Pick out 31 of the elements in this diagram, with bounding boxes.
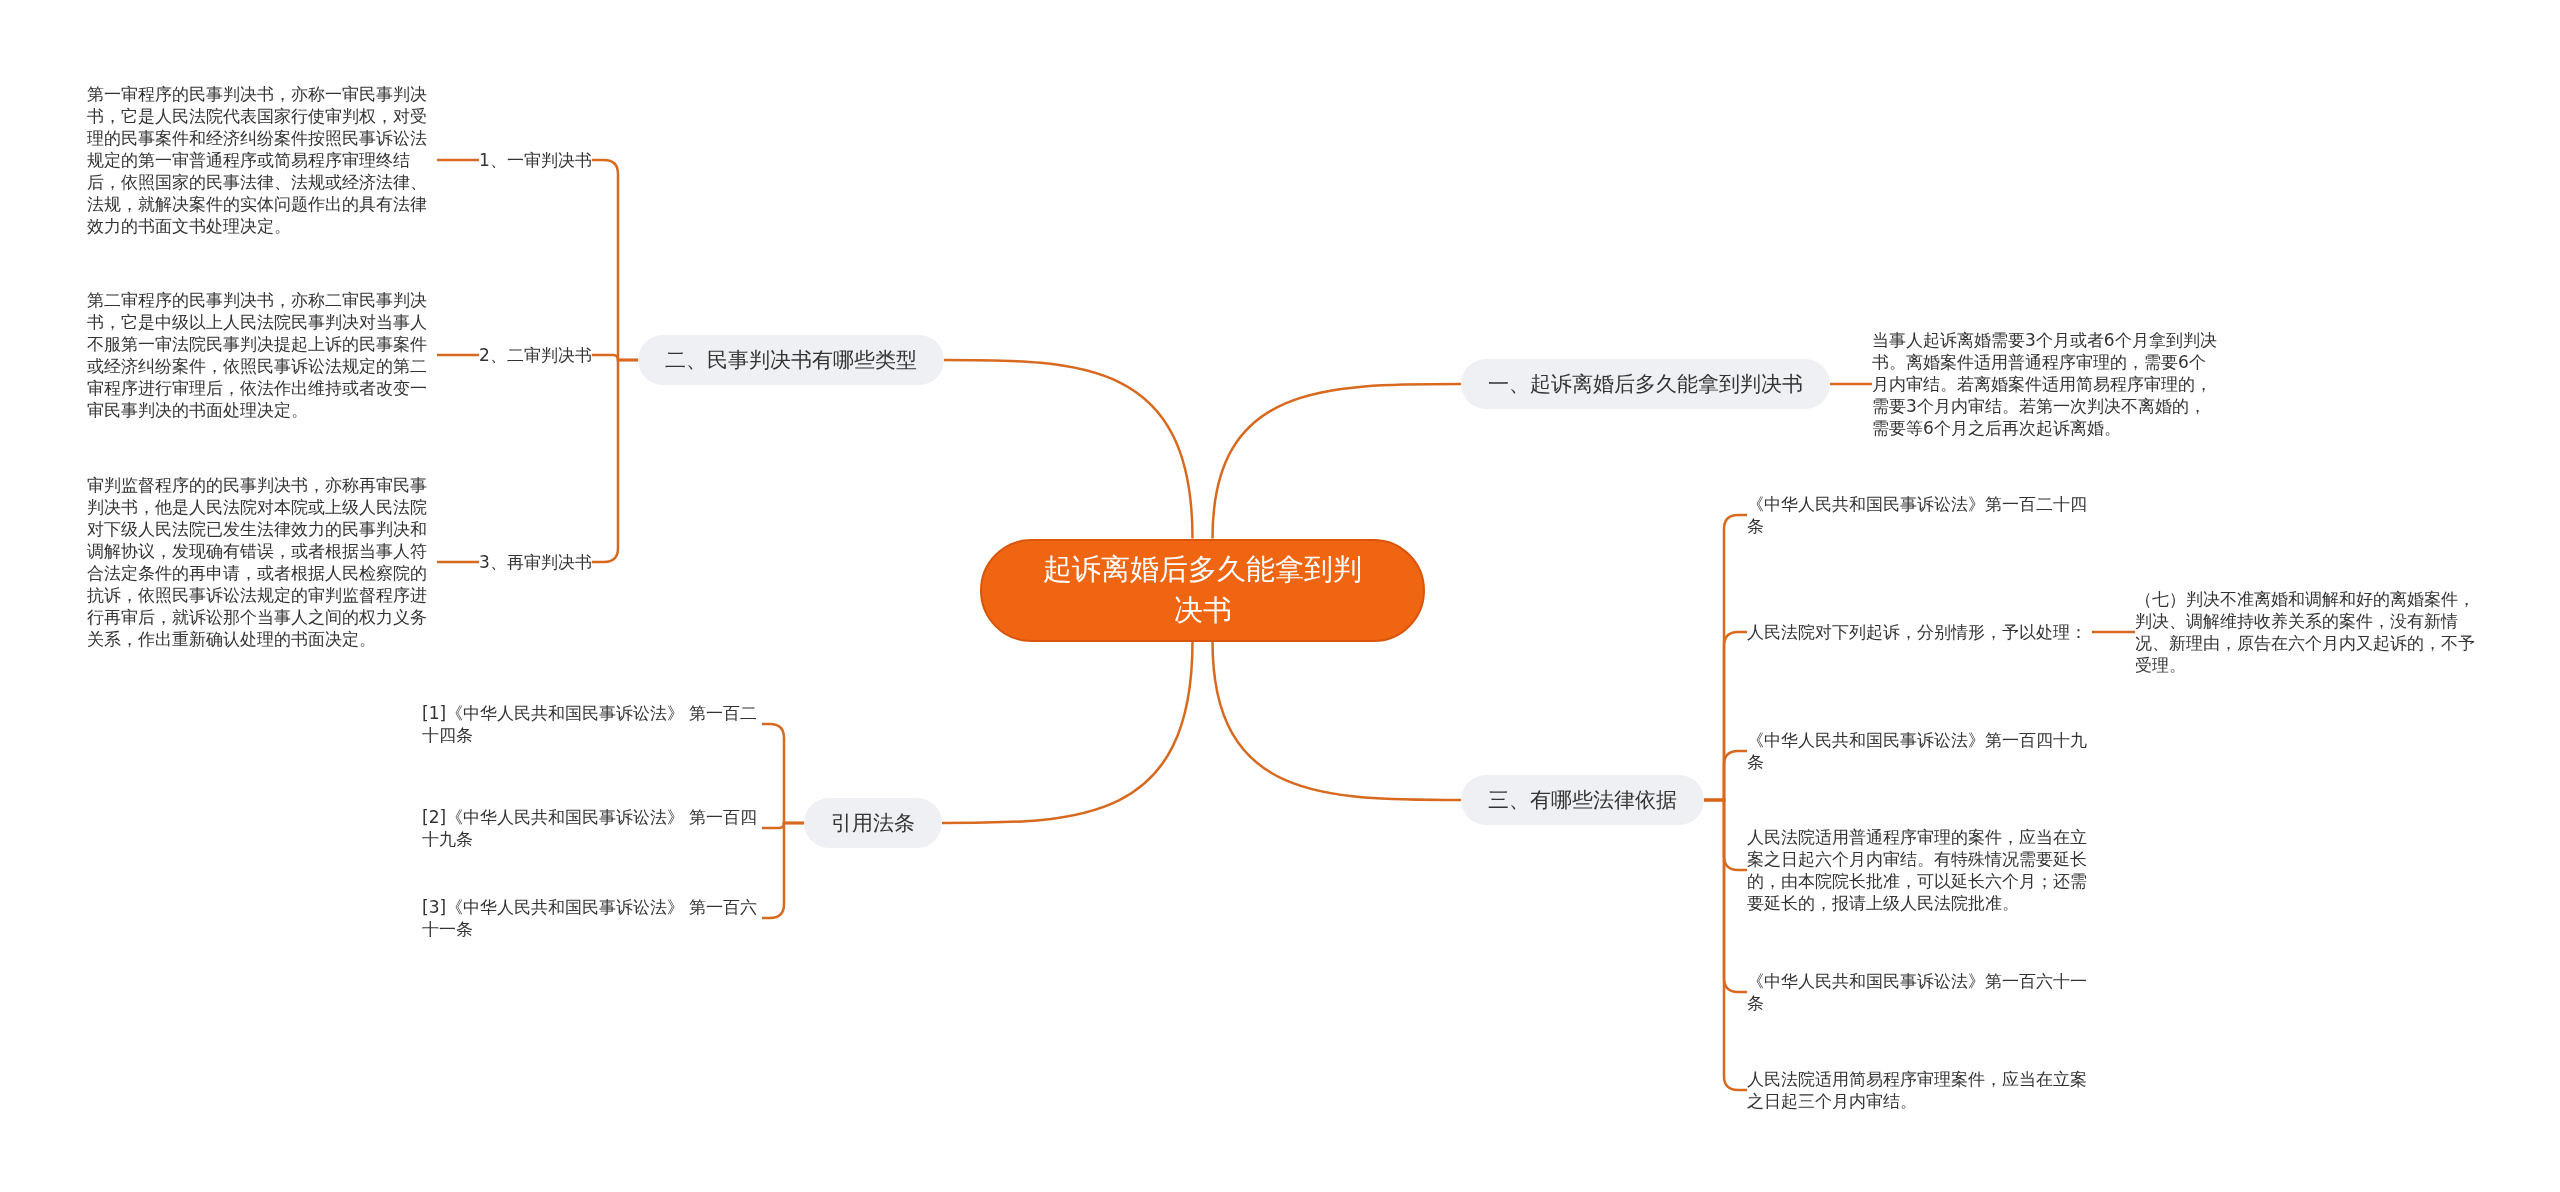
note-text: [3]《中华人民共和国民事诉讼法》 第一百六十一条 [422, 896, 762, 940]
central-topic: 起诉离婚后多久能拿到判决书 [980, 538, 1425, 642]
note-text: 《中华人民共和国民事诉讼法》第一百二十四条 [1747, 493, 2092, 537]
connector-line [1830, 382, 1872, 386]
connector-line [942, 641, 1194, 825]
subtopic-label: 1、一审判决书 [479, 149, 592, 171]
connector-line [2092, 630, 2135, 634]
connector-line [1211, 382, 1461, 539]
note-text: 当事人起诉离婚需要3个月或者6个月拿到判决书。离婚案件适用普通程序审理的，需要6个月内审结。若离婚案件适用简易程序审理的，需要3个月内审结。若第一次判决不离婚的，需要等6个月之后再次起诉离婚。 [1872, 329, 2217, 439]
note-text: 人民法院适用简易程序审理案件，应当在立案之日起三个月内审结。 [1747, 1068, 2092, 1112]
note-text: 《中华人民共和国民事诉讼法》第一百四十九条 [1747, 729, 2092, 773]
note-text: 审判监督程序的的民事判决书，亦称再审民事判决书，他是人民法院对本院或上级人民法院对下级人民法院已发生法律效力的民事判决和调解协议，发现确有错误，或者根据当事人符合法定条件的再申请，或者根据人民检察院的抗诉，依照民事诉讼法规定的审判监督程序进行再审后，就诉讼那个当事人之间的权力义务关系，作出重新确认处理的书面决定。 [87, 474, 437, 650]
note-text: 《中华人民共和国民事诉讼法》第一百六十一条 [1747, 970, 2092, 1014]
connector-line [944, 358, 1194, 539]
note-text: 第二审程序的民事判决书，亦称二审民事判决书，它是中级以上人民法院民事判决对当事人不服第一审法院民事判决提起上诉的民事案件或经济纠纷案件，依照民事诉讼法规定的第二审程序进行审理后，依法作出维持或者改变一审民事判决的书面处理决定。 [87, 289, 437, 421]
note-text: 人民法院对下列起诉，分别情形，予以处理： [1747, 621, 2092, 643]
note-text: [2]《中华人民共和国民事诉讼法》 第一百四十九条 [422, 806, 762, 850]
note-text: （七）判决不准离婚和调解和好的离婚案件，判决、调解维持收养关系的案件，没有新情况、新理由，原告在六个月内又起诉的，不予受理。 [2135, 588, 2485, 676]
connector-line [437, 353, 479, 357]
connector-line [437, 158, 479, 162]
subtopic-label: 2、二审判决书 [479, 344, 592, 366]
note-text: 人民法院适用普通程序审理的案件，应当在立案之日起六个月内审结。有特殊情况需要延长的，由本院院长批准，可以延长六个月；还需要延长的，报请上级人民法院批准。 [1747, 826, 2092, 914]
subtopic-label: 3、再审判决书 [479, 551, 592, 573]
note-text: 第一审程序的民事判决书，亦称一审民事判决书，它是人民法院代表国家行使审判权，对受理的民事案件和经济纠纷案件按照民事诉讼法规定的第一审普通程序或简易程序审理终结后，依照国家的民事法律、法规或经济法律、法规，就解决案件的实体问题作出的具有法律效力的书面文书处理决定。 [87, 83, 437, 237]
note-text: [1]《中华人民共和国民事诉讼法》 第一百二十四条 [422, 702, 762, 746]
topic-pill: 二、民事判决书有哪些类型 [638, 335, 944, 385]
topic-pill: 三、有哪些法律依据 [1461, 775, 1704, 825]
topic-pill: 一、起诉离婚后多久能拿到判决书 [1461, 359, 1830, 409]
connector-line [1211, 641, 1461, 802]
topic-pill: 引用法条 [804, 798, 942, 848]
connector-line [437, 560, 479, 564]
